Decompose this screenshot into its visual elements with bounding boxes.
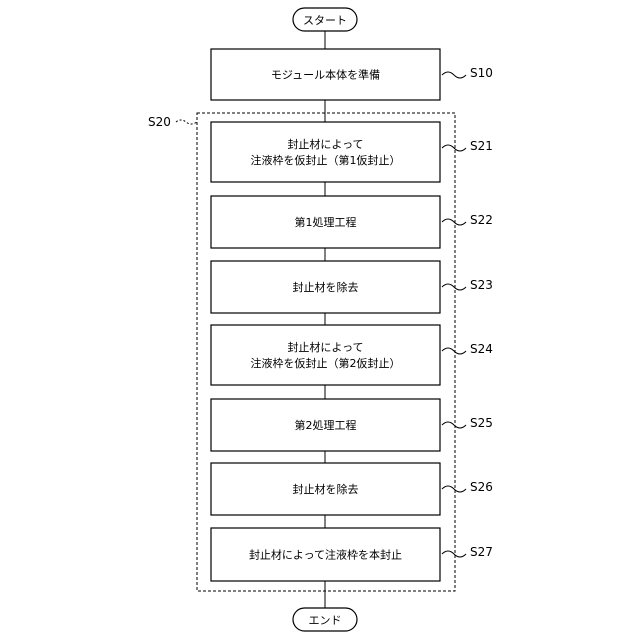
end-label: エンド [309,614,342,627]
start-label: スタート [303,14,347,27]
process-text: 注液枠を仮封止（第2仮封止） [251,356,401,370]
process-step-s23: 封止材を除去 S23 [211,261,493,313]
step-id-label: S27 [470,545,493,559]
process-text: 封止材によって [287,340,363,354]
process-text: 封止材によって [287,137,363,151]
step-id-label: S10 [470,66,493,80]
step-leader [442,551,466,557]
process-step-s24: 封止材によって注液枠を仮封止（第2仮封止） S24 [211,325,493,385]
step-leader [442,145,466,151]
process-text: 封止材を除去 [293,482,359,496]
step-leader [442,422,466,428]
process-text: 注液枠を仮封止（第1仮封止） [251,153,401,167]
process-step-s26: 封止材を除去 S26 [211,463,493,515]
process-step-s10: モジュール本体を準備 S10 [211,49,493,100]
step-leader [442,348,466,354]
process-box [211,325,440,385]
group-s20-label: S20 [148,115,171,129]
group-s20-leader [176,120,197,124]
end-terminal: エンド [293,608,357,631]
process-text: 第2処理工程 [295,418,357,432]
process-text: 第1処理工程 [295,215,357,229]
start-terminal: スタート [293,8,357,31]
step-leader [442,486,466,492]
process-step-s21: 封止材によって注液枠を仮封止（第1仮封止） S21 [211,122,493,182]
process-step-s27: 封止材によって注液枠を本封止 S27 [211,528,493,581]
step-id-label: S21 [470,139,493,153]
process-text: モジュール本体を準備 [271,68,380,82]
step-id-label: S25 [470,416,493,430]
process-text: 封止材によって注液枠を本封止 [249,548,402,562]
step-leader [442,72,466,78]
process-step-s22: 第1処理工程 S22 [211,196,493,248]
process-steps: モジュール本体を準備S10封止材によって注液枠を仮封止（第1仮封止）S21第1処… [211,49,493,581]
step-leader [442,219,466,225]
process-box [211,122,440,182]
process-step-s25: 第2処理工程 S25 [211,399,493,451]
step-id-label: S23 [470,278,493,292]
step-id-label: S22 [470,213,493,227]
step-leader [442,284,466,290]
process-text: 封止材を除去 [293,280,359,294]
step-id-label: S24 [470,342,493,356]
step-id-label: S26 [470,480,493,494]
